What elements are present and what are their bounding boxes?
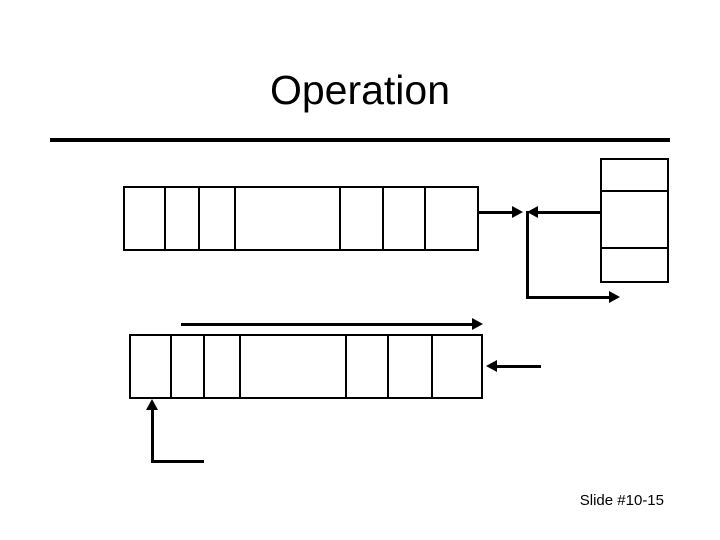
lower-cell-divider	[345, 336, 347, 397]
upper-cell-divider	[234, 188, 236, 249]
right-column-box	[600, 158, 669, 283]
page-title: Operation	[269, 67, 451, 113]
upper-bar-out-arrow-head	[512, 206, 523, 218]
upper-cell-row	[123, 186, 479, 251]
upper-cell-divider	[424, 188, 426, 249]
upper-cell-divider	[198, 188, 200, 249]
upper-cell-divider	[382, 188, 384, 249]
column-to-bus-arrow-head	[527, 206, 538, 218]
slide-number: Slide #10-15	[579, 492, 664, 509]
lower-cell-divider	[387, 336, 389, 397]
lower-bar-feed-arrow-line	[181, 323, 474, 326]
lower-bar-in-arrow-line	[496, 365, 541, 368]
lower-bar-in-arrow-head	[486, 360, 497, 372]
upper-cell-divider	[164, 188, 166, 249]
bus-vertical-drop-line	[526, 211, 529, 299]
column-to-bus-arrow-line	[537, 211, 600, 214]
lower-cell-divider	[203, 336, 205, 397]
column-cell-divider	[602, 247, 667, 249]
upper-bar-out-arrow-line	[479, 211, 516, 214]
lower-bar-up-arrow-head	[146, 399, 158, 410]
lower-cell-row	[129, 334, 483, 399]
lower-bar-up-arrow-line	[151, 410, 154, 462]
lower-cell-divider	[239, 336, 241, 397]
lower-cell-divider	[431, 336, 433, 397]
lower-bar-feed-arrow-head	[472, 318, 483, 330]
bus-to-column-bottom-arrow-line	[526, 296, 611, 299]
column-cell-divider	[602, 190, 667, 192]
lower-cell-divider	[170, 336, 172, 397]
upper-cell-divider	[339, 188, 341, 249]
lower-left-return-line	[151, 460, 204, 463]
bus-to-column-bottom-arrow-head	[609, 291, 620, 303]
title-divider	[50, 138, 670, 142]
